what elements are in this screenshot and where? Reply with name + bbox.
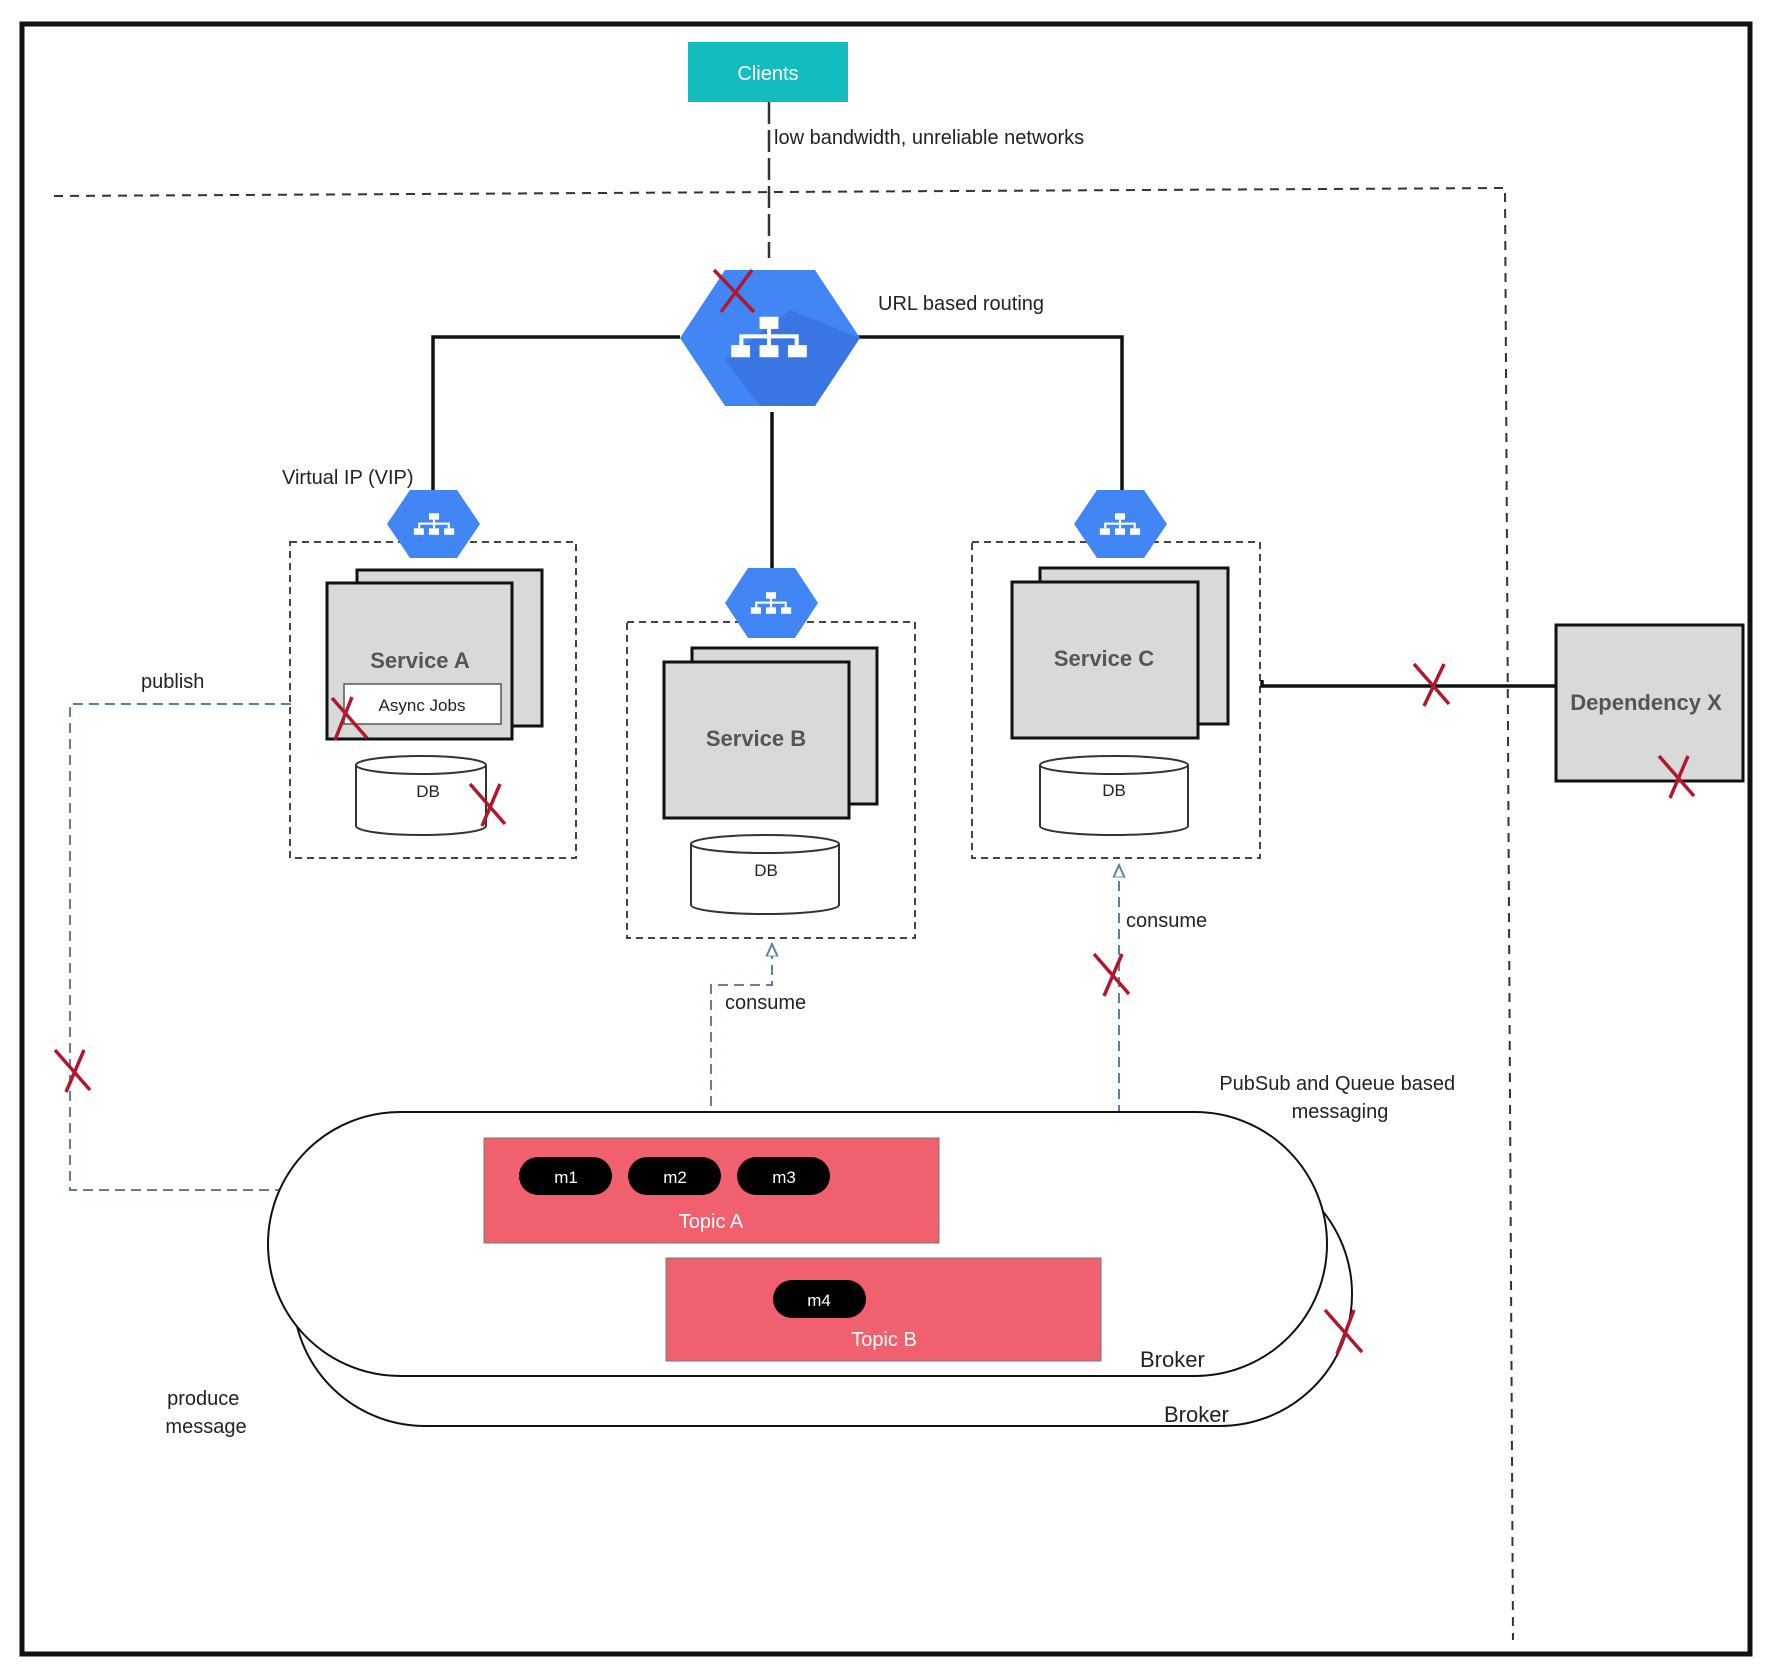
dependency-x-label: Dependency X xyxy=(1570,690,1722,715)
produce-message-line-1: produce xyxy=(167,1388,239,1410)
vip-service-c[interactable] xyxy=(1074,490,1167,558)
failure-x-icon xyxy=(53,1048,92,1093)
service-a-label: Service A xyxy=(370,648,470,673)
publish-label: publish xyxy=(141,671,204,693)
service-c-to-dependency xyxy=(1260,680,1556,688)
service-b-db[interactable]: DB xyxy=(690,834,840,915)
failure-x-icon xyxy=(1092,952,1131,997)
failure-x-icon xyxy=(712,268,756,314)
message-pill[interactable]: m3 xyxy=(737,1157,830,1195)
topic-a-label: Topic A xyxy=(679,1211,744,1233)
produce-message-line-2: message xyxy=(165,1416,246,1438)
network-boundary xyxy=(53,186,1514,1641)
broker-front-label: Broker xyxy=(1140,1347,1205,1372)
message-label: m3 xyxy=(772,1168,796,1187)
consume-b-label: consume xyxy=(725,992,806,1014)
messaging-note: PubSub and Queue based messaging xyxy=(1219,1073,1460,1123)
main-load-balancer[interactable] xyxy=(680,270,860,406)
service-a-db[interactable]: DB xyxy=(355,755,487,836)
route-to-service-a xyxy=(431,335,680,490)
vip-service-a[interactable] xyxy=(387,490,480,558)
async-jobs-label: Async Jobs xyxy=(379,696,466,715)
consume-c-label: consume xyxy=(1126,910,1207,932)
messaging-note-line-1: PubSub and Queue based xyxy=(1219,1073,1455,1095)
broker-back-label: Broker xyxy=(1164,1402,1229,1427)
service-c-db-label: DB xyxy=(1102,781,1126,800)
routing-label: URL based routing xyxy=(878,293,1044,315)
message-label: m1 xyxy=(554,1168,578,1187)
service-a-db-label: DB xyxy=(416,782,440,801)
message-pill[interactable]: m1 xyxy=(519,1157,612,1195)
dependency-x-node[interactable]: Dependency X xyxy=(1554,623,1745,783)
clients-label: Clients xyxy=(737,63,798,85)
vip-service-b[interactable] xyxy=(725,568,818,638)
message-label: m2 xyxy=(663,1168,687,1187)
message-pill[interactable]: m4 xyxy=(773,1280,866,1318)
service-b-label: Service B xyxy=(706,726,806,751)
diagram-frame xyxy=(19,21,1753,1657)
service-b-db-label: DB xyxy=(754,861,778,880)
publish-flow xyxy=(69,703,480,1190)
async-jobs-box[interactable]: Async Jobs xyxy=(343,683,502,725)
failure-x-icon xyxy=(330,696,369,741)
failure-x-icon xyxy=(1323,1308,1364,1355)
consume-b-flow xyxy=(710,944,772,1138)
produce-message-note: produce message xyxy=(165,1388,246,1438)
clients-node[interactable]: Clients xyxy=(688,42,848,102)
service-c-node[interactable]: Service C xyxy=(1010,580,1200,740)
topic-b-label: Topic B xyxy=(851,1329,917,1351)
failure-x-icon xyxy=(1412,662,1451,707)
failure-x-icon xyxy=(468,782,507,827)
failure-x-icon xyxy=(1657,754,1696,799)
service-a-cluster xyxy=(289,541,577,859)
service-c-db[interactable]: DB xyxy=(1039,755,1189,836)
message-pill[interactable]: m2 xyxy=(628,1157,721,1195)
service-b-node[interactable]: Service B xyxy=(662,660,851,820)
vip-label: Virtual IP (VIP) xyxy=(282,467,414,489)
messaging-note-line-2: messaging xyxy=(1292,1101,1389,1123)
topic-b[interactable]: Topic B xyxy=(665,1257,1102,1362)
route-to-service-c xyxy=(858,335,1124,490)
message-label: m4 xyxy=(807,1291,831,1310)
network-note: low bandwidth, unreliable networks xyxy=(774,127,1084,149)
service-c-label: Service C xyxy=(1054,646,1154,671)
